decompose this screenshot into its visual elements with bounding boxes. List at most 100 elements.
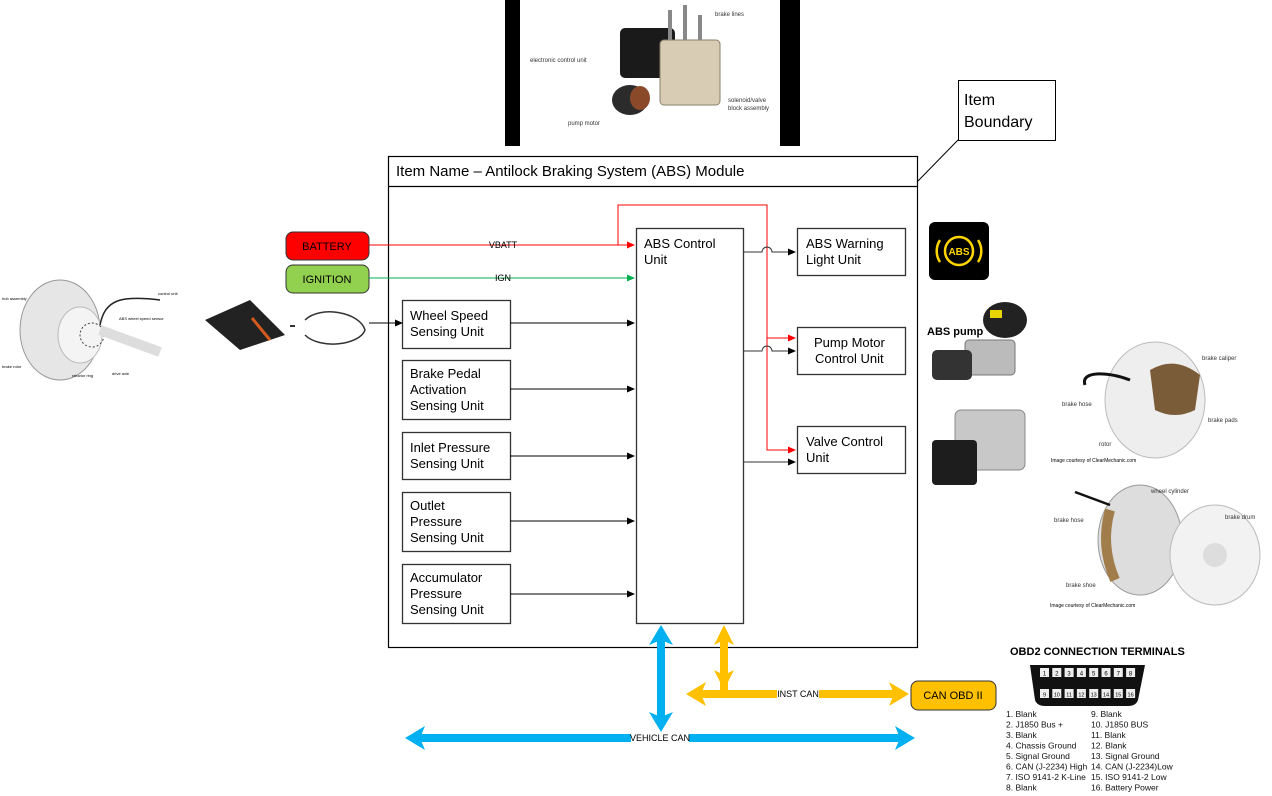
vehicle-can-bus: VEHICLE CAN (405, 625, 915, 750)
obd-pin-number: 11 (1066, 693, 1072, 699)
obd-pin-number: 4 (1080, 672, 1084, 678)
svg-text:Pressure: Pressure (410, 514, 462, 529)
obd-pin (1040, 689, 1049, 698)
sensing-unit-brake-pedal: Brake Pedal Activation Sensing Unit (401, 359, 635, 421)
svg-text:Wheel Speed: Wheel Speed (410, 308, 488, 323)
svg-text:control unit: control unit (158, 291, 178, 296)
obd-pin-description: 9. Blank (1091, 709, 1122, 719)
svg-text:hub assembly: hub assembly (2, 296, 27, 301)
svg-text:ABS wheel speed sensor: ABS wheel speed sensor (119, 316, 164, 321)
obd-pin-number: 5 (1092, 672, 1096, 678)
svg-text:Brake Pedal: Brake Pedal (410, 366, 481, 381)
obd-pin-number: 16 (1128, 693, 1134, 699)
abs-warning-light-icon: ABS (929, 222, 989, 280)
svg-text:Image courtesy of ClearMechani: Image courtesy of ClearMechanic.com (1050, 603, 1135, 609)
svg-text:brake pads: brake pads (1208, 418, 1238, 424)
drum-brake-diagram: wheel cylinder brake hose brake drum bra… (1050, 484, 1261, 609)
svg-text:brake caliper: brake caliper (1202, 356, 1236, 362)
can-obd-box (910, 680, 997, 711)
svg-text:drive axle: drive axle (112, 371, 130, 376)
svg-text:Light Unit: Light Unit (806, 252, 861, 267)
obd-pin-number: 6 (1104, 672, 1108, 678)
svg-text:reluctor ring: reluctor ring (72, 373, 93, 378)
obd-pin-number: 3 (1067, 672, 1071, 678)
obd-pin-description: 2. J1850 Bus + (1006, 720, 1063, 730)
ignition-box (285, 264, 370, 294)
svg-text:ABS Warning: ABS Warning (806, 236, 884, 251)
ignition-label: IGNITION (303, 274, 352, 286)
svg-text:brake hose: brake hose (1054, 518, 1084, 524)
svg-text:Pump Motor: Pump Motor (814, 335, 885, 350)
obd-pin-description: 10. J1850 BUS (1091, 720, 1149, 730)
obd-pin-description: 1. Blank (1006, 709, 1037, 719)
obd-pin (1052, 668, 1062, 677)
output-unit-pump-motor: Pump Motor Control Unit (744, 326, 907, 376)
abs-control-unit (635, 227, 745, 625)
obd-pin (1126, 689, 1136, 698)
sensing-unit-inlet-pressure: Inlet Pressure Sensing Unit (401, 431, 635, 481)
control-unit-label: ABS Control (644, 236, 716, 251)
abs-module-photo: brake lines electronic control unit pump… (505, 0, 800, 146)
battery-label: BATTERY (302, 241, 352, 253)
obd-pin-description: 12. Blank (1091, 741, 1127, 751)
obd-pin (1076, 668, 1086, 677)
svg-text:Inlet Pressure: Inlet Pressure (410, 440, 490, 455)
obd-pin-description: 4. Chassis Ground (1006, 741, 1077, 751)
obd-pin (1089, 689, 1099, 698)
obd-pin-description: 7. ISO 9141-2 K-Line (1006, 772, 1086, 782)
obd-pin-description: 16. Battery Power (1091, 783, 1159, 793)
svg-text:Sensing Unit: Sensing Unit (410, 530, 484, 545)
battery-box (285, 231, 370, 261)
obd-pin (1064, 689, 1074, 698)
svg-text:OBD2 CONNECTION TERMINALS: OBD2 CONNECTION TERMINALS (1010, 646, 1185, 658)
obd-pin-description: 15. ISO 9141-2 Low (1091, 772, 1167, 782)
vbatt-label: VBATT (489, 240, 518, 250)
control-unit-label: Unit (644, 252, 668, 267)
obd-pin-description: 13. Signal Ground (1091, 751, 1160, 761)
vehicle-can-label: VEHICLE CAN (630, 733, 690, 743)
obd-pin-description: 14. CAN (J-2234)Low (1091, 762, 1174, 772)
svg-text:brake hose: brake hose (1062, 402, 1092, 408)
svg-text:Activation: Activation (410, 382, 466, 397)
obd-pin-number: 2 (1055, 672, 1059, 678)
svg-text:Sensing Unit: Sensing Unit (410, 398, 484, 413)
svg-text:Valve Control: Valve Control (806, 434, 883, 449)
svg-text:Pressure: Pressure (410, 586, 462, 601)
obd-pin-description: 6. CAN (J-2234) High (1006, 762, 1088, 772)
svg-text:Unit: Unit (806, 450, 830, 465)
item-title: Item Name – Antilock Braking System (ABS… (396, 163, 744, 180)
obd-pin-description: 3. Blank (1006, 730, 1037, 740)
abs-pump-label: ABS pump (927, 326, 984, 338)
output-unit-valve-control: Valve Control Unit (744, 425, 907, 475)
obd-pin (1113, 689, 1123, 698)
obd-pin (1076, 689, 1086, 698)
vbatt-branch-line (617, 204, 796, 454)
inst-can-bus: INST CAN (686, 625, 909, 706)
wheel-speed-sensor-diagram: hub assembly control unit ABS wheel spee… (2, 279, 178, 381)
svg-text:Sensing Unit: Sensing Unit (410, 602, 484, 617)
sensing-unit-accumulator-pressure: Accumulator Pressure Sensing Unit (401, 563, 635, 625)
obd-pin (1101, 668, 1111, 677)
obd-pin-number: 15 (1115, 693, 1121, 699)
svg-text:Control Unit: Control Unit (815, 351, 884, 366)
disc-brake-diagram: brake caliper brake hose brake pads roto… (1051, 341, 1238, 464)
svg-text:wheel cylinder: wheel cylinder (1150, 489, 1189, 495)
svg-text:Outlet: Outlet (410, 498, 445, 513)
svg-text:Image courtesy of ClearMechani: Image courtesy of ClearMechanic.com (1051, 458, 1136, 464)
boundary-label: Boundary (964, 114, 1033, 131)
svg-text:Accumulator: Accumulator (410, 570, 483, 585)
obd-pin-description: 11. Blank (1091, 730, 1127, 740)
abs-pump-photo (932, 302, 1027, 380)
boundary-label: Item (964, 92, 995, 109)
abs-unit-photo (932, 409, 1026, 485)
obd-pin-number: 8 (1129, 672, 1133, 678)
wheel-speed-sensor-photo (205, 300, 366, 350)
label-pump-motor: pump motor (568, 121, 600, 127)
can-obd-label: CAN OBD II (923, 690, 982, 702)
label-ecu: electronic control unit (530, 58, 587, 64)
obd-pin (1064, 668, 1074, 677)
obd-pin-number: 10 (1054, 693, 1060, 699)
item-boundary-box (387, 155, 919, 649)
svg-text:brake shoe: brake shoe (1066, 583, 1096, 589)
